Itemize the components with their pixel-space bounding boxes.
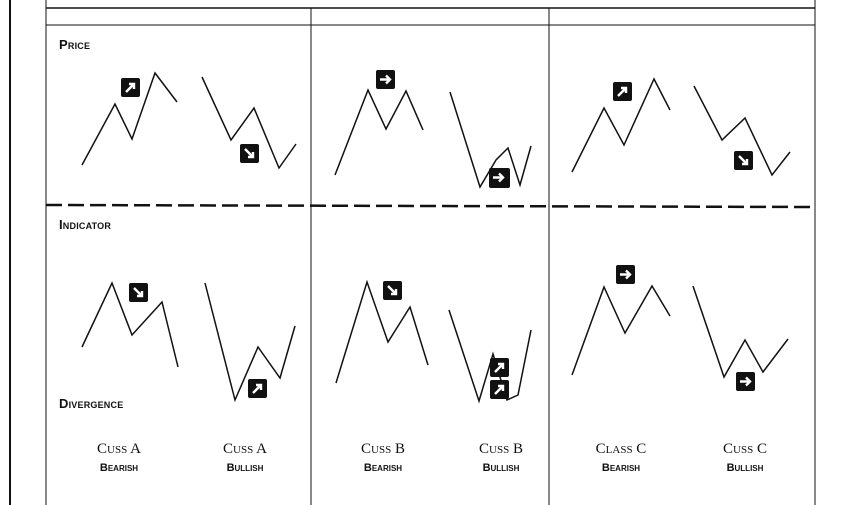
price-class-c-bullish-line [693, 85, 791, 177]
divergence-label: Divergence [59, 396, 124, 411]
indicator-class-b-bearish-line [335, 279, 429, 384]
price-label: Price [59, 37, 91, 52]
column-class-label: Cuss A [97, 441, 141, 457]
arrow-down-right-icon [240, 144, 259, 163]
arrow-up-right-icon [248, 379, 267, 398]
indicator-label: Indicator [59, 217, 112, 232]
indicator-class-c-bearish-line [571, 284, 671, 376]
column-type-label: Bullish [726, 462, 764, 474]
arrow-up-right-icon [613, 82, 632, 101]
price-class-c-bearish-line [571, 77, 671, 173]
column-type-label: Bearish [99, 462, 139, 474]
arrow-up-right-icon [490, 358, 509, 377]
indicator-class-a-bullish-line [204, 282, 296, 403]
indicator-class-a-bearish-line [81, 281, 179, 368]
column-type-label: Bearish [601, 462, 641, 474]
column-class-label: Cuss B [361, 441, 405, 457]
column-class-label: Cuss A [223, 441, 267, 457]
column-type-label: Bullish [482, 462, 520, 474]
price-class-b-bearish-line [334, 88, 424, 176]
indicator-class-b-bullish-line [448, 309, 532, 404]
column-class-label: Class C [595, 441, 647, 457]
arrow-down-right-icon [383, 281, 402, 300]
column-class-label: Cuss C [723, 441, 767, 457]
arrow-up-right-icon [121, 78, 140, 97]
indicator-class-c-bullish-line [692, 285, 789, 379]
arrow-right-icon [376, 70, 395, 89]
price-class-a-bullish-line [201, 76, 297, 170]
arrow-down-right-icon [129, 283, 148, 302]
arrow-up-right-icon [490, 380, 509, 399]
arrow-right-icon [616, 265, 635, 284]
column-type-label: Bearish [363, 462, 403, 474]
arrow-right-icon [489, 168, 510, 188]
arrow-right-icon [736, 372, 755, 391]
arrow-down-right-icon [734, 151, 753, 170]
column-class-label: Cuss B [479, 441, 523, 457]
price-class-a-bearish-line [81, 71, 178, 166]
column-type-label: Bullish [226, 462, 264, 474]
price-class-b-bullish-line [449, 91, 532, 189]
